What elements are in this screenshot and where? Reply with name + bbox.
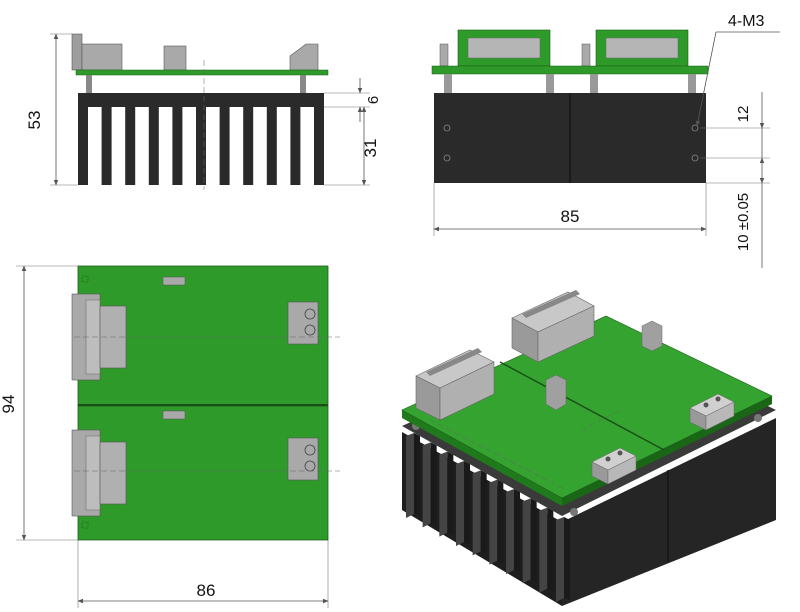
- heatsink-fin: [125, 107, 136, 185]
- iso-heatsink-fin: [422, 442, 431, 528]
- top-view-dimensions: 94 86: [0, 265, 329, 608]
- iso-heatsink-fin-shadow: [464, 461, 470, 544]
- side-view-standoff: [688, 74, 696, 93]
- front-view-heatsink-base: [78, 93, 324, 107]
- top-view: [71, 265, 340, 541]
- iso-heatsink-fin-shadow: [430, 442, 437, 526]
- iso-heatsink-fin: [472, 470, 481, 556]
- iso-heatsink-fin: [506, 489, 514, 574]
- heatsink-fin: [219, 107, 230, 185]
- iso-terminal-block-front: [591, 447, 637, 485]
- iso-heatsink-fin-shadow: [497, 479, 504, 563]
- heatsink-fin: [314, 107, 324, 185]
- side-view-standoff: [444, 74, 452, 93]
- dim-base-thickness: 6: [365, 96, 382, 104]
- heatsink-fin: [290, 107, 301, 185]
- iso-heatsink-fin-shadow: [447, 451, 454, 535]
- dim-hole-spacing: 12: [735, 106, 752, 123]
- dim-depth: 86: [197, 581, 216, 600]
- side-view-mounting-holes: [443, 124, 699, 162]
- front-view: [71, 33, 329, 190]
- iso-heatsink-fin: [556, 517, 564, 602]
- heatsink-fin: [101, 107, 112, 185]
- dim-height-total: 53: [25, 111, 44, 130]
- top-view-lower-components: [71, 410, 319, 529]
- iso-small-components: [545, 320, 663, 411]
- heatsink-fin: [266, 107, 277, 185]
- iso-pcb-edge-front: [402, 410, 562, 506]
- dim-hole-offset: 10 ±0.05: [735, 193, 752, 251]
- heatsink-fin: [196, 107, 206, 185]
- front-view-connectors: [71, 33, 319, 71]
- iso-heatsink-fin: [539, 507, 548, 593]
- iso-heatsink-fin: [456, 461, 464, 546]
- iso-heatsink-fin-shadow: [530, 498, 537, 582]
- dim-length: 85: [561, 207, 580, 226]
- side-view-connectors: [439, 29, 689, 67]
- side-view: [431, 29, 709, 183]
- iso-heatsink-fin-shadow: [547, 507, 554, 591]
- iso-heatsink-fins: [406, 433, 570, 602]
- iso-heatsink-fin-shadow: [480, 470, 487, 554]
- front-view-standoff: [86, 75, 92, 93]
- hole-callout: 4-M3: [728, 13, 765, 30]
- dim-width: 94: [0, 395, 18, 414]
- heatsink-fin: [78, 107, 88, 185]
- iso-heatsink-fin: [439, 451, 448, 537]
- iso-heatsink-fin: [406, 433, 414, 518]
- heatsink-fin: [148, 107, 159, 185]
- heatsink-fin: [243, 107, 254, 185]
- iso-heatsink-fin-shadow: [514, 489, 520, 572]
- iso-connector-left: [415, 348, 495, 421]
- heatsink-fin: [172, 107, 183, 185]
- side-view-dimensions: 4-M3 12 10 ±0.05 85: [433, 13, 780, 268]
- side-view-standoff: [590, 74, 598, 93]
- iso-connector-right: [511, 290, 595, 363]
- isometric-view: [401, 290, 776, 606]
- dim-fin-height: 31: [361, 139, 380, 158]
- iso-heatsink-fin-shadow: [564, 517, 570, 600]
- front-view-dimensions: 53 6 31: [25, 33, 382, 186]
- iso-heatsink-side: [562, 418, 776, 606]
- iso-heatsink-fin: [522, 498, 531, 584]
- front-view-standoff: [300, 75, 306, 93]
- side-view-standoff: [546, 74, 554, 93]
- side-view-pcb: [431, 65, 709, 75]
- iso-heatsink-fin-shadow: [414, 433, 420, 516]
- front-view-heatsink-fins: [78, 107, 324, 185]
- front-view-pcb: [75, 69, 329, 76]
- iso-terminal-block-rear: [689, 393, 735, 431]
- iso-heatsink-fin: [489, 479, 498, 565]
